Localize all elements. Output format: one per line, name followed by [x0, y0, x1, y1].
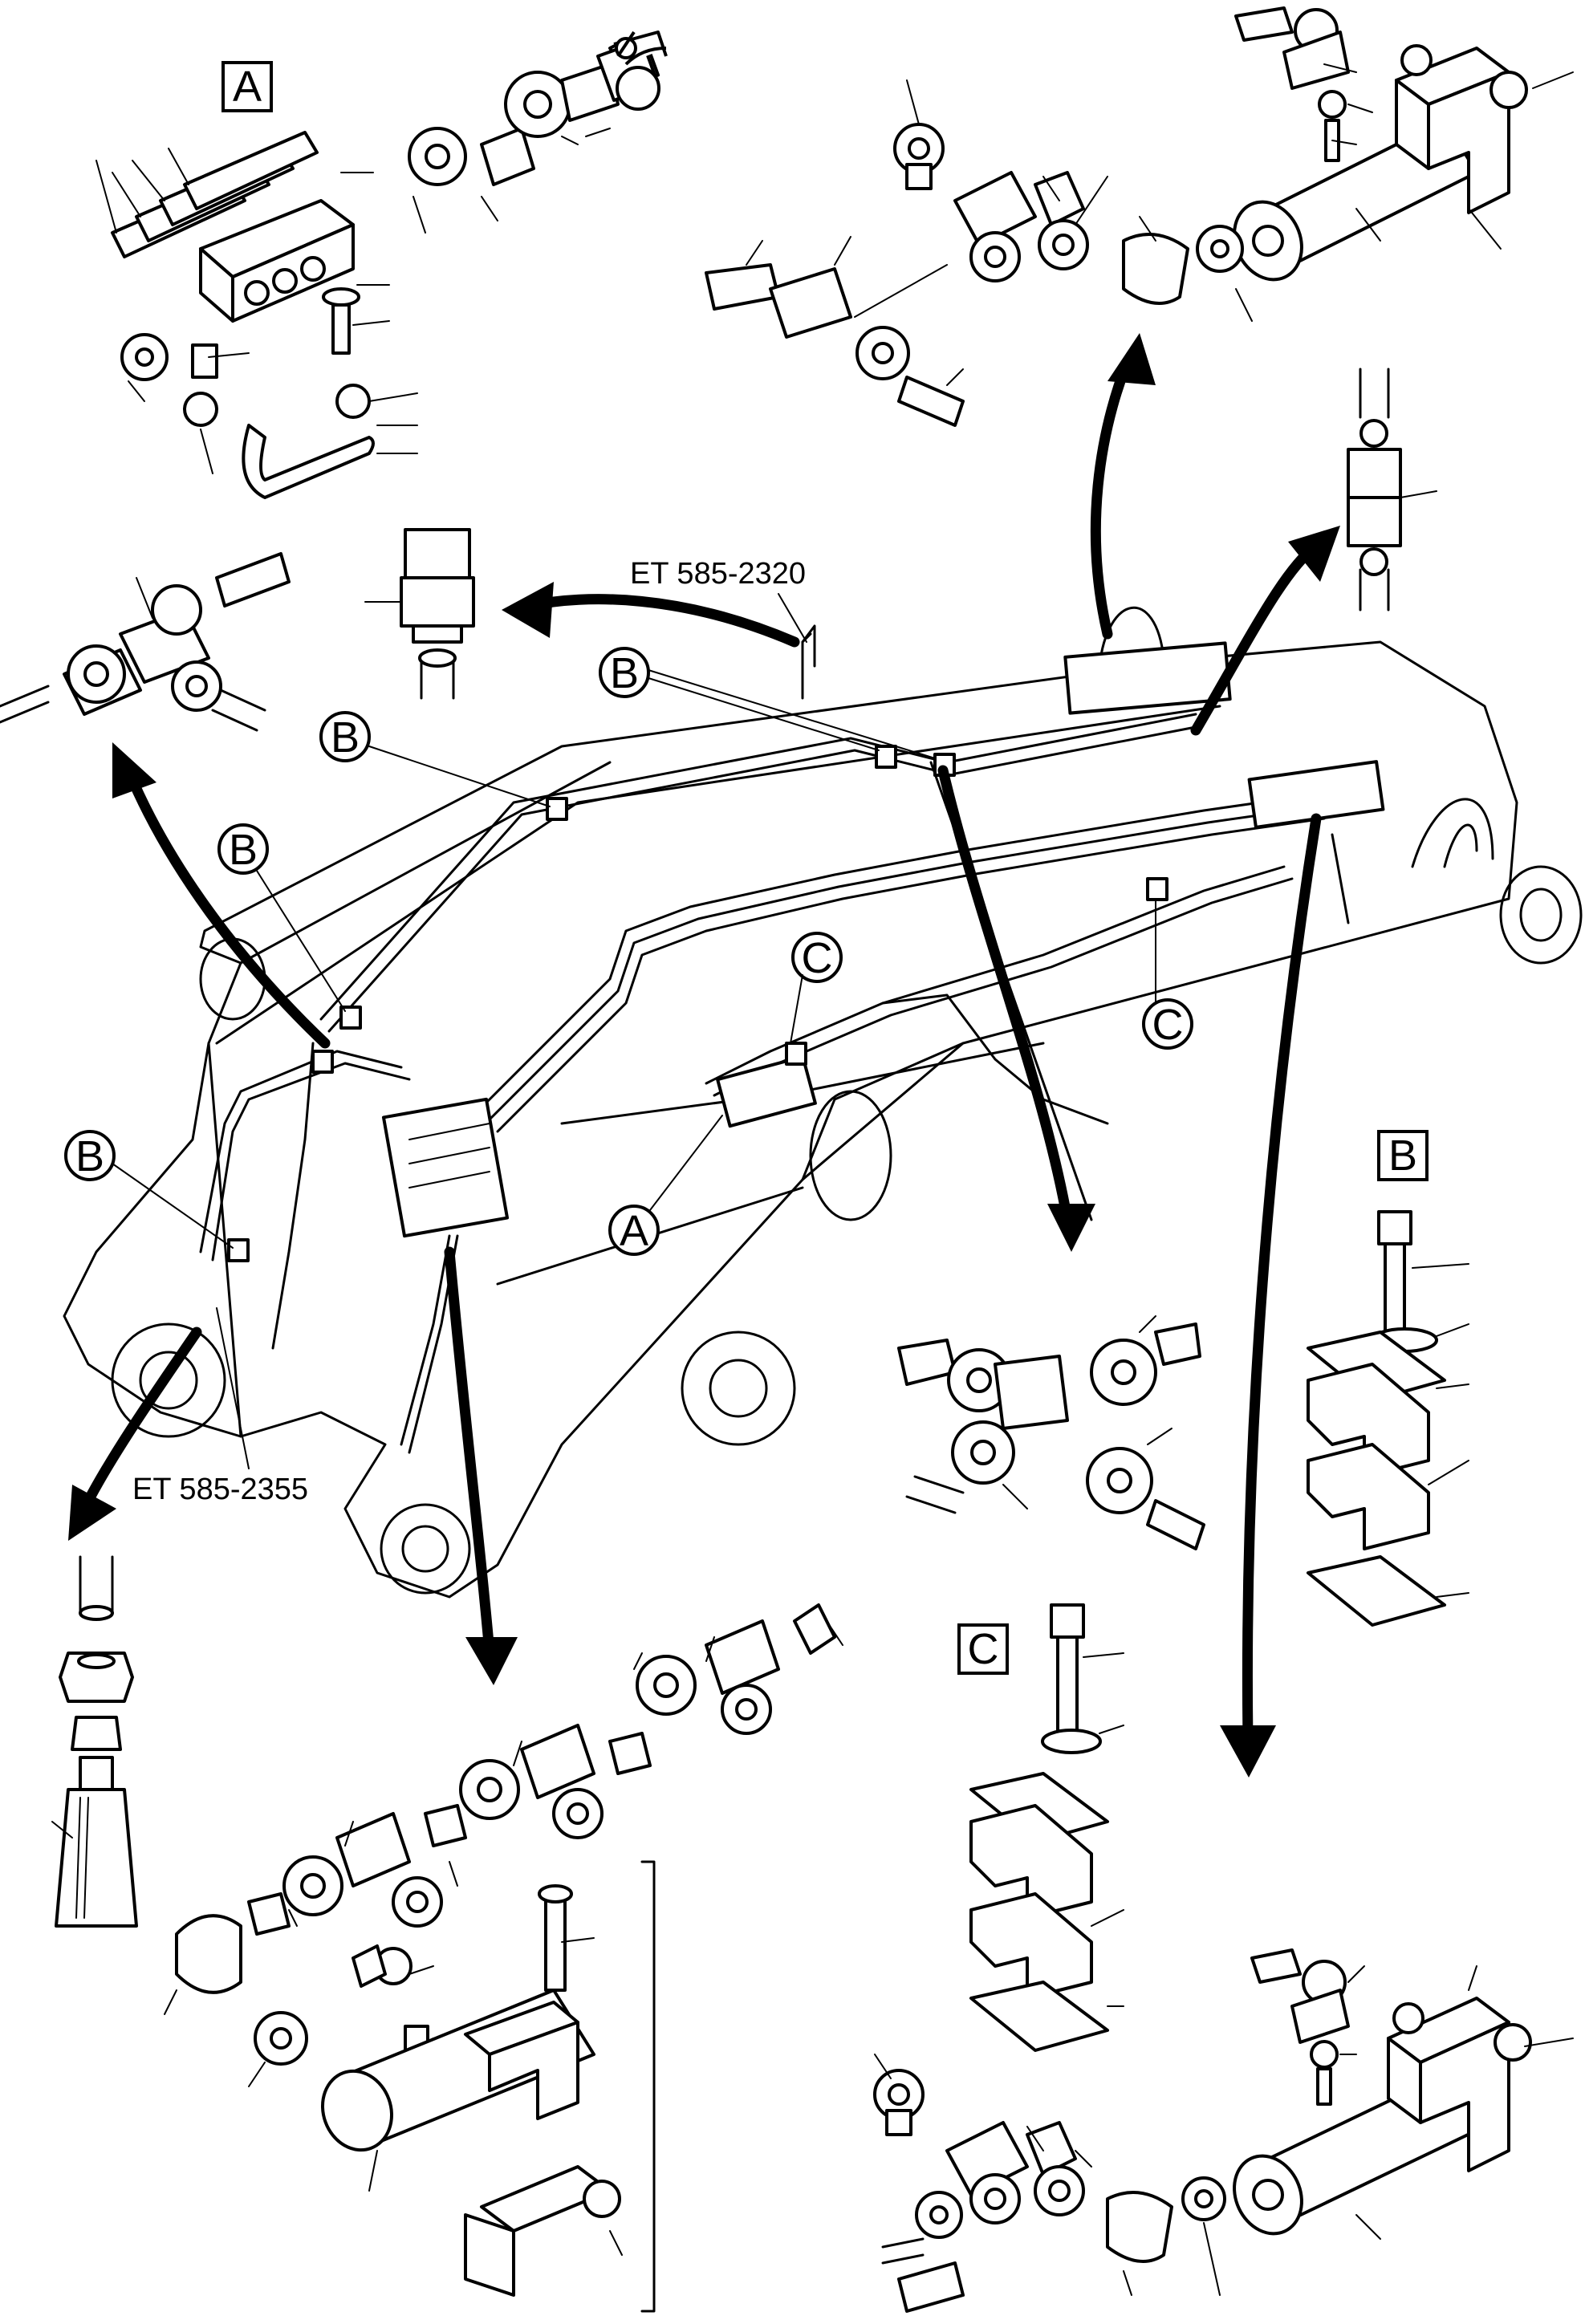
callout-c1: C — [802, 934, 833, 982]
detail-a-label: A — [233, 63, 262, 111]
detail-cylinder-top-right — [705, 6, 1574, 427]
part-reference-bottom: ET 585-2355 — [132, 1473, 308, 1506]
tee-fitting-upper-left — [0, 552, 291, 732]
callout-a: A — [620, 1207, 648, 1255]
callout-circle-b4 — [64, 1130, 116, 1181]
callout-circle-b1 — [599, 647, 650, 698]
hose-nut-detail — [51, 1555, 138, 1928]
detail-c-label: C — [968, 1625, 999, 1673]
callout-circle-c1 — [791, 932, 843, 983]
union-connector-upper — [364, 528, 475, 700]
detail-c-box — [957, 1623, 1009, 1675]
callout-c2: C — [1152, 1001, 1184, 1049]
cross-fitting-middle — [897, 1315, 1205, 1550]
detail-c-group: C — [957, 1603, 1124, 2052]
part-reference-top: ET 585-2320 — [630, 557, 806, 591]
fitting-chain-bottom — [164, 1603, 843, 2313]
callout-b4: B — [75, 1132, 104, 1180]
callout-circle-c2 — [1142, 998, 1193, 1050]
detail-a-box — [221, 61, 273, 112]
detail-a-group: A — [96, 30, 668, 499]
detail-b-box — [1377, 1130, 1429, 1181]
callout-balloons: B B B B C C A — [64, 647, 1193, 1256]
detail-b-label: B — [1388, 1132, 1417, 1180]
union-connector-right — [1347, 368, 1437, 611]
callout-circle-a — [608, 1205, 660, 1256]
callout-b3: B — [229, 826, 258, 874]
callout-b2: B — [331, 713, 360, 762]
callout-b1: B — [610, 649, 639, 697]
detail-b-group: B — [1307, 1130, 1469, 1627]
detail-cylinder-bottom-right — [873, 1948, 1574, 2313]
callout-circle-b2 — [319, 711, 371, 762]
callout-circle-b3 — [217, 823, 269, 875]
boom-body — [63, 607, 1583, 1599]
detail-arrows — [68, 333, 1340, 1778]
